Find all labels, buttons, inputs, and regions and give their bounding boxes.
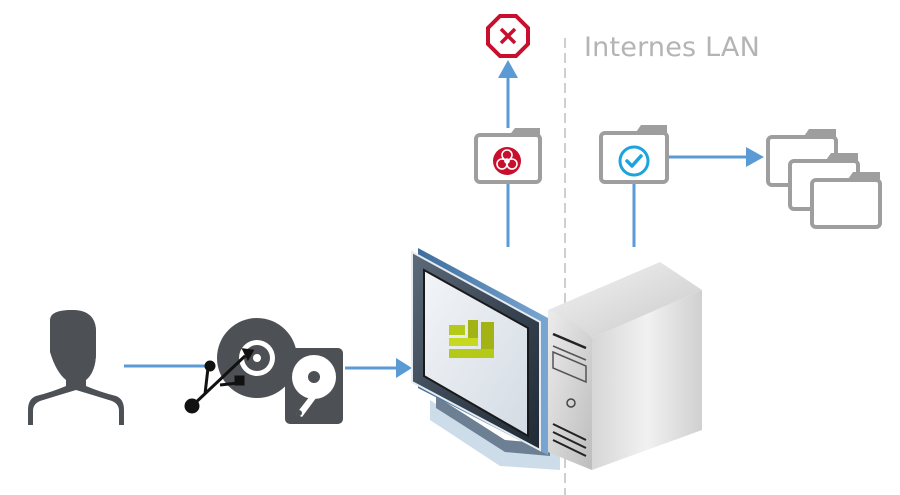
- biohazard-folder-icon: [474, 126, 542, 184]
- app-logo: [449, 320, 494, 358]
- biohazard-symbol: [496, 149, 518, 170]
- arrow-head: [498, 60, 518, 78]
- hard-drive-icon: [285, 348, 343, 424]
- server-tower-icon: [548, 262, 702, 470]
- usb-icon: [184, 348, 255, 414]
- check-folder-icon: [599, 125, 669, 184]
- stop-x-icon: [486, 14, 530, 58]
- person-icon: [28, 310, 124, 425]
- arrow-head: [396, 358, 412, 378]
- stacked-folders-icon: [766, 129, 882, 229]
- lan-zone-label: Internes LAN: [584, 32, 761, 63]
- folder-3: [810, 172, 882, 229]
- arrow-head: [746, 147, 764, 167]
- kiosk-computer-icon: [411, 248, 560, 470]
- usb-cd-hdd-icon: [184, 318, 343, 424]
